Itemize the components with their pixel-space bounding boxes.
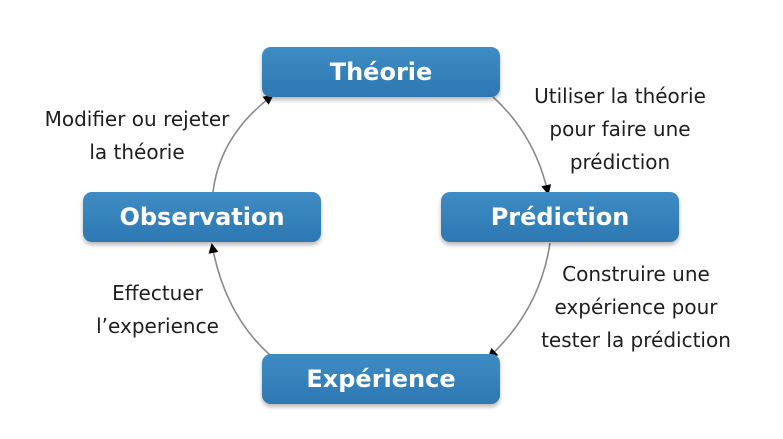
node-theorie: Théorie (262, 47, 500, 97)
arrow-theorie-to-prediction (492, 96, 552, 195)
edge-label-line: Effectuer (112, 281, 203, 305)
edge-label-line: Construire une (562, 262, 710, 286)
edge-label-line: l’experience (96, 314, 219, 338)
arrow-observation-to-theorie (212, 94, 274, 193)
node-prediction: Prédiction (441, 192, 679, 242)
edge-label-line: la théorie (89, 140, 185, 164)
edge-label-line: Modifier ou rejeter (44, 107, 230, 131)
edge-label-prediction-to-experience: Construire une expérience pour tester la… (526, 258, 746, 357)
arrow-experience-to-observation (208, 243, 271, 356)
edge-label-line: pour faire une (549, 117, 691, 141)
node-observation: Observation (83, 192, 321, 242)
edge-label-theorie-to-prediction: Utiliser la théorie pour faire une prédi… (520, 80, 720, 179)
edge-label-line: prédiction (569, 150, 671, 174)
arrow-prediction-to-experience (487, 242, 551, 359)
edge-label-experience-to-observation: Effectuer l’experience (80, 277, 235, 343)
edge-label-line: Utiliser la théorie (534, 84, 706, 108)
edge-label-line: expérience pour (554, 295, 718, 319)
node-experience: Expérience (262, 354, 500, 404)
edge-label-observation-to-theorie: Modifier ou rejeter la théorie (28, 103, 246, 169)
edge-label-line: tester la prédiction (541, 328, 731, 352)
